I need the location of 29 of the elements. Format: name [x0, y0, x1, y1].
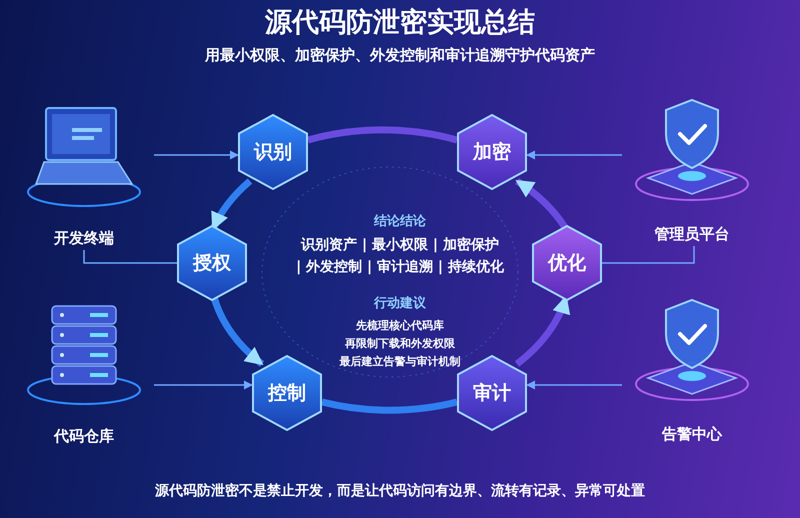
caption: 源代码防泄密不是禁止开发，而是让代码访问有边界、流转有记录、异常可处置: [154, 482, 646, 500]
step-label: 审计: [472, 381, 512, 405]
node-label: 开发终端: [52, 229, 115, 248]
section-heading: 行动建议: [372, 294, 427, 312]
connector-line: [602, 246, 695, 264]
arrow: [526, 150, 622, 160]
step-label: 授权: [192, 251, 232, 275]
summary-line: | 外发控制 | 审计追溯 | 持续优化: [295, 258, 505, 276]
node-label: 代码仓库: [52, 427, 115, 446]
node-label: 管理员平台: [654, 225, 730, 244]
step-label: 加密: [472, 140, 512, 164]
arrow: [154, 380, 253, 390]
title: 源代码防泄密实现总结: [264, 6, 536, 40]
step-label: 识别: [252, 140, 293, 164]
arrow: [154, 150, 239, 160]
action-item: 再限制下载和外发权限: [344, 336, 456, 351]
connector-line: [83, 250, 177, 264]
action-item: 先梳理核心代码库: [354, 318, 445, 333]
arrow: [210, 296, 264, 367]
step-label: 优化: [546, 251, 587, 275]
step-label: 控制: [266, 381, 307, 405]
action-item: 最后建立告警与审计机制: [338, 354, 462, 369]
node-label: 告警中心: [661, 425, 724, 444]
connector-line: [307, 126, 458, 144]
section-heading: 结论结论: [372, 213, 427, 230]
arrow: [526, 380, 622, 390]
summary-line: 识别资产 | 最小权限 | 加密保护: [300, 236, 500, 254]
connector-line: [321, 398, 458, 414]
subtitle: 用最小权限、加密保护、外发控制和审计追溯守护代码资产: [204, 46, 596, 65]
